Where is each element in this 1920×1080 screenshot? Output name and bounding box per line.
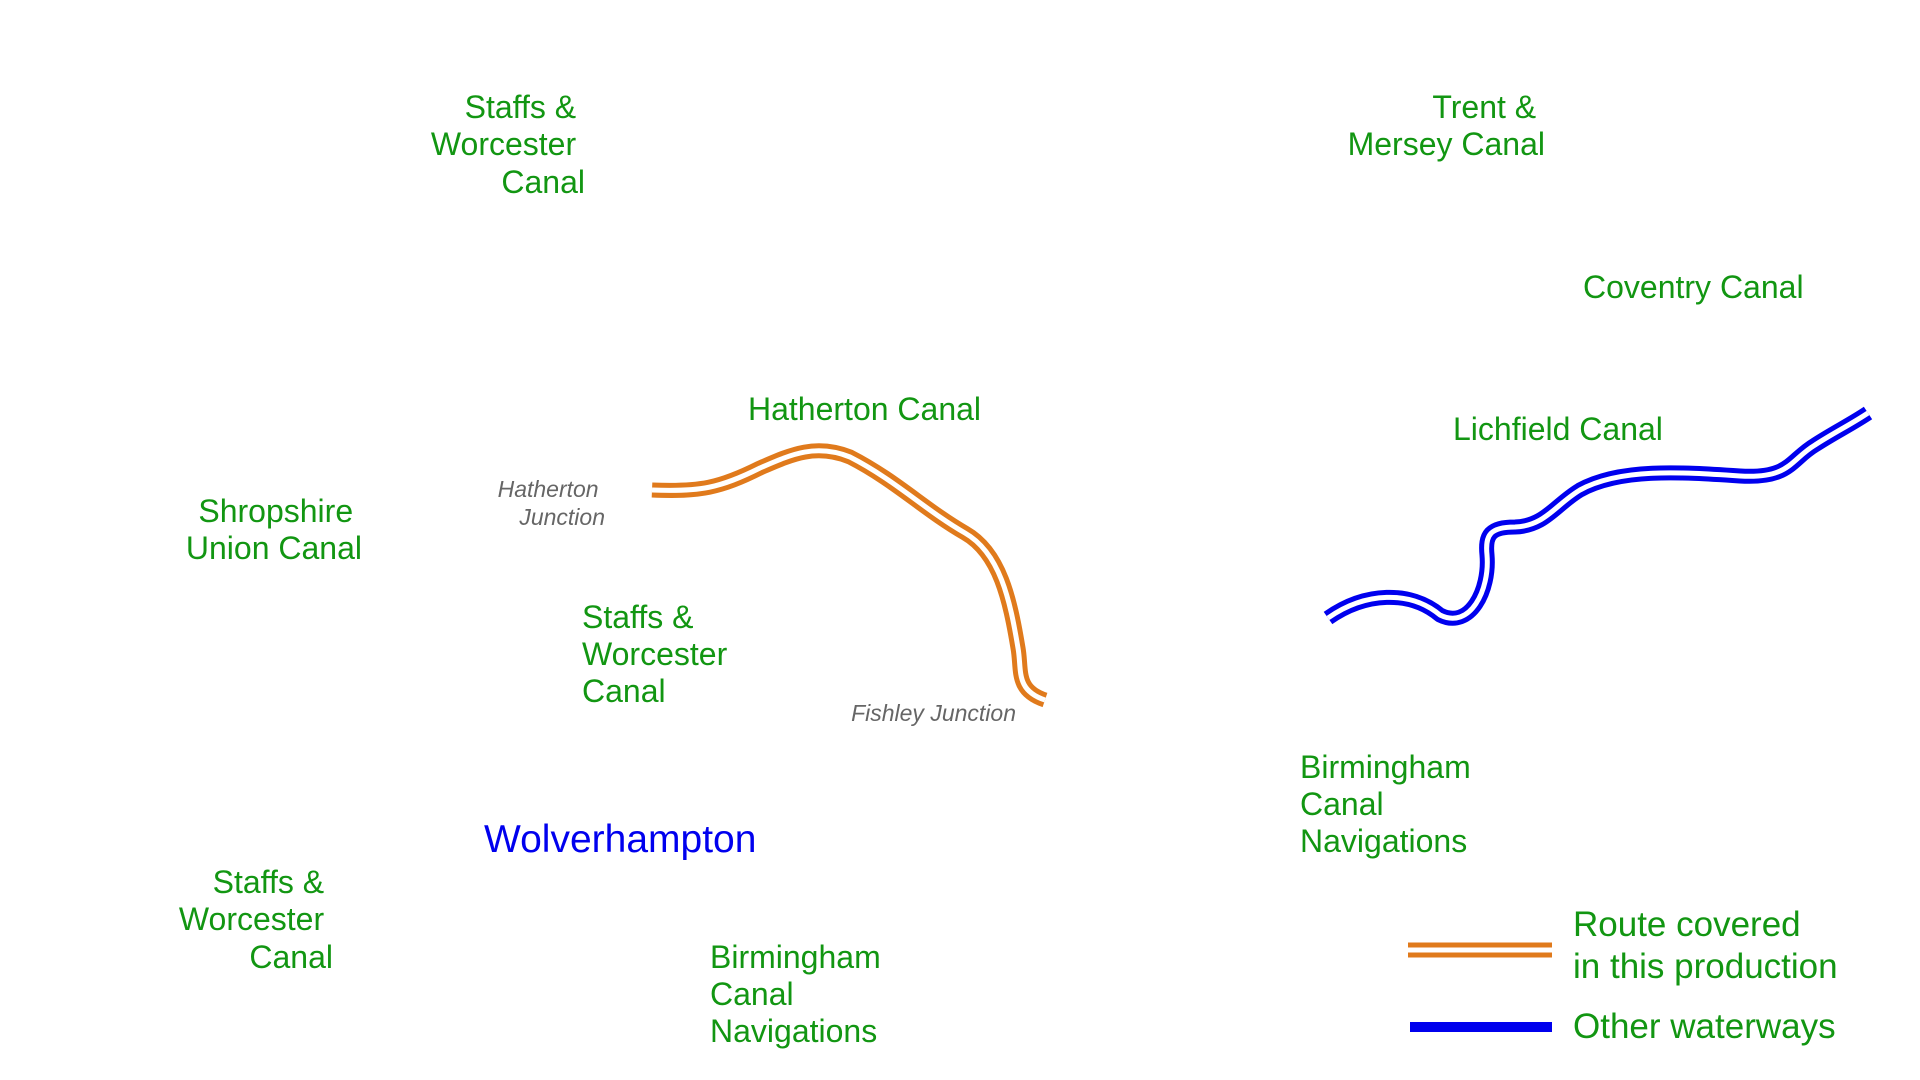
waterway-central-spur bbox=[1105, 535, 1107, 678]
label-shropshire-union: Shropshire Union Canal bbox=[186, 493, 362, 566]
junction-labels: Hatherton Junction Fishley Junction bbox=[498, 476, 1016, 726]
waterway-trent-mersey bbox=[1305, 0, 1920, 199]
waterway-shropshire-union bbox=[105, 0, 460, 815]
route-lichfield-canal-core bbox=[1326, 410, 1870, 621]
legend-other-label: Other waterways bbox=[1573, 1007, 1836, 1046]
waterway-staffs-worcester-south bbox=[215, 550, 600, 1080]
label-staffs-worcester-north: Staffs & Worcester Canal bbox=[431, 89, 585, 200]
label-staffs-worcester-middle: Staffs & Worcester Canal bbox=[582, 599, 736, 709]
hatherton-route bbox=[651, 443, 1048, 708]
route-hatherton-canal-core bbox=[651, 448, 1046, 703]
label-birmingham-east: Birmingham Canal Navigations bbox=[1300, 749, 1480, 859]
legend: Route covered in this production Other w… bbox=[1408, 905, 1838, 1046]
waterway-staffs-worcester-north bbox=[565, 0, 653, 550]
label-trent-mersey: Trent & Mersey Canal bbox=[1348, 89, 1545, 162]
label-hatherton-junction: Hatherton Junction bbox=[498, 476, 605, 530]
waterway-birmingham-east bbox=[1105, 642, 1314, 1080]
label-hatherton-canal: Hatherton Canal bbox=[748, 391, 981, 427]
label-staffs-worcester-south: Staffs & Worcester Canal bbox=[179, 864, 333, 975]
waterway-birmingham-southwest bbox=[415, 895, 580, 1080]
label-lichfield-canal: Lichfield Canal bbox=[1453, 411, 1663, 447]
label-birmingham-south: Birmingham Canal Navigations bbox=[710, 939, 890, 1049]
label-coventry-canal: Coventry Canal bbox=[1583, 269, 1804, 305]
waterway-east-spur bbox=[1222, 500, 1331, 680]
city-label-wolverhampton: Wolverhampton bbox=[484, 818, 756, 861]
lichfield-route bbox=[1323, 406, 1873, 626]
label-fishley-junction: Fishley Junction bbox=[851, 700, 1016, 726]
legend-route-label: Route covered in this production bbox=[1573, 905, 1838, 986]
canal-labels: Staffs & Worcester Canal Trent & Mersey … bbox=[179, 89, 1804, 1049]
